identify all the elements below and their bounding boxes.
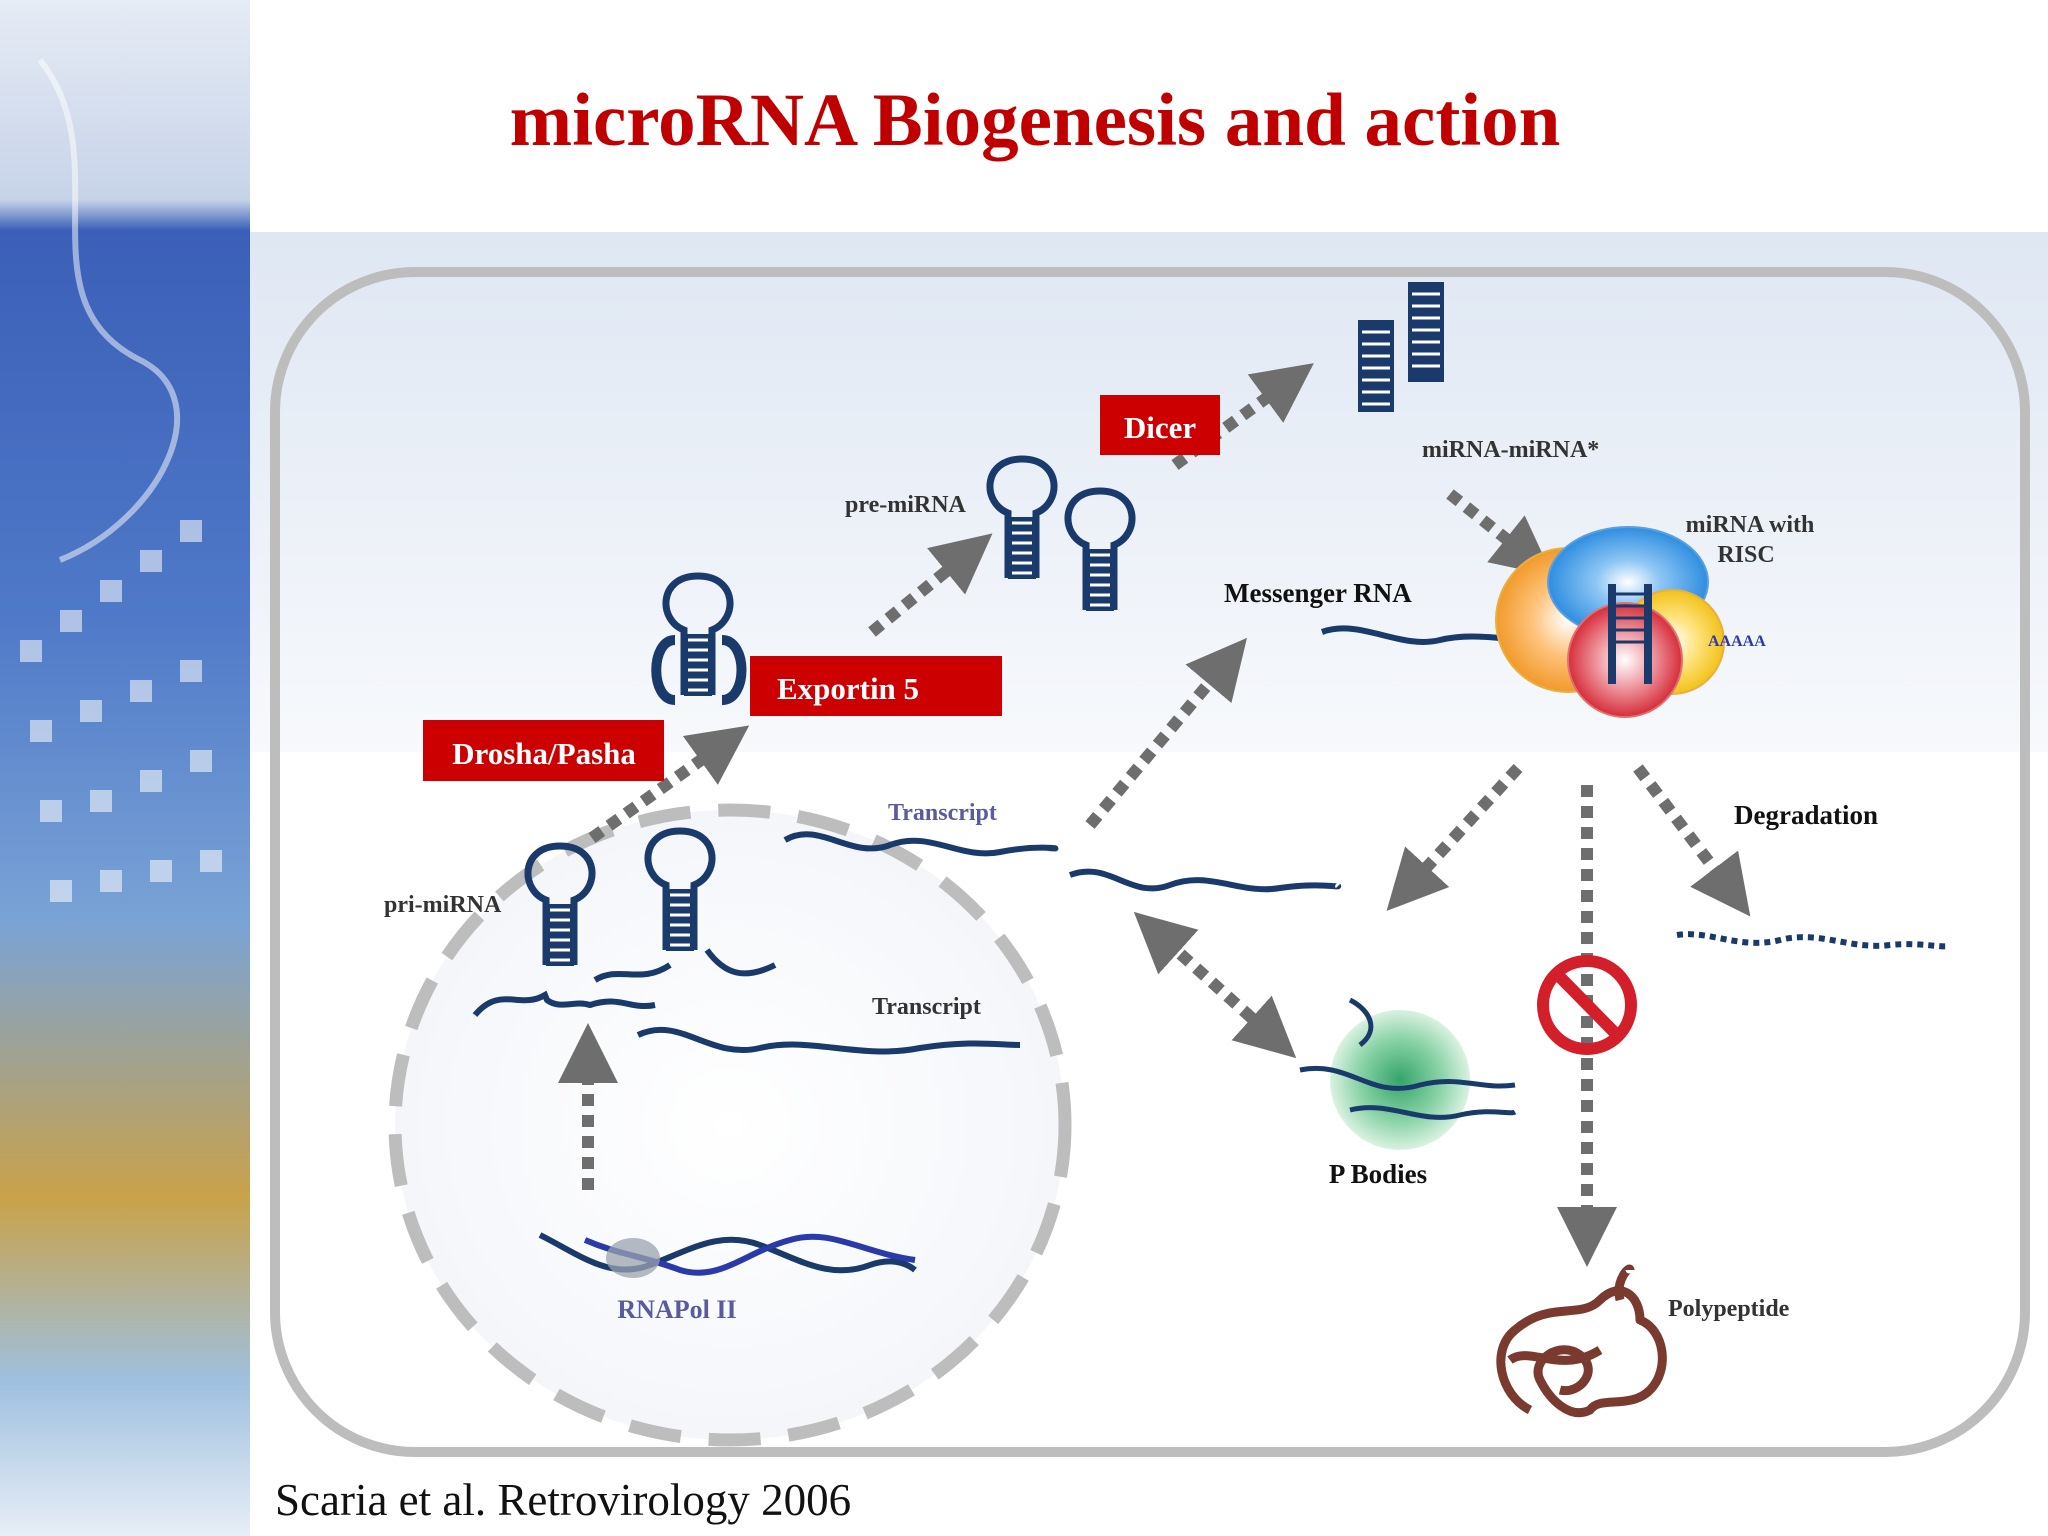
risc-label-line2: RISC	[1717, 542, 1774, 568]
arrow-pri-to-export	[588, 725, 750, 843]
arrow-transcript-to-mrna	[1085, 637, 1247, 829]
side-decoration	[0, 0, 250, 1536]
pri-mirna-label: pri-miRNA	[384, 892, 502, 918]
pri-mirna-strand-1	[472, 990, 656, 1018]
pri-mirna-strand-2	[593, 948, 777, 983]
transcript-cytoplasm-strand	[1068, 868, 1342, 893]
side-curve-decoration	[37, 58, 181, 563]
pre-mirna-label: pre-miRNA	[845, 492, 967, 518]
cell-outline	[270, 267, 2030, 1457]
dicer-label-box: Dicer	[1100, 395, 1220, 455]
mirna-duplex-label: miRNA-miRNA*	[1422, 437, 1599, 463]
drosha-label-box: Drosha/Pasha	[423, 720, 664, 781]
page-title: microRNA Biogenesis and action	[509, 79, 1561, 162]
arrow-risc-to-pbodies	[1386, 763, 1523, 911]
polypeptide-label: Polypeptide	[1668, 1296, 1790, 1322]
diagram-labels: pre-miRNA pri-miRNA miRNA-miRNA* miRNA w…	[384, 437, 1878, 1324]
p-bodies	[1299, 997, 1517, 1150]
arrow-export-to-pre	[868, 533, 993, 637]
degraded-rna	[1676, 931, 1951, 950]
exportin-protein	[651, 635, 747, 705]
header-band	[250, 232, 2048, 752]
p-bodies-label: P Bodies	[1329, 1159, 1427, 1189]
arrow-duplex-to-risc	[1446, 489, 1553, 577]
arrow-transcript-pbodies	[1133, 911, 1297, 1059]
arrow-risc-to-degradation	[1633, 764, 1751, 917]
drosha-label: Drosha/Pasha	[452, 736, 636, 771]
dicer-label: Dicer	[1124, 410, 1197, 445]
polypeptide-icon	[1496, 1264, 1667, 1418]
rnapol-ii-enzyme	[606, 1238, 660, 1278]
citation: Scaria et al. Retrovirology 2006	[275, 1475, 852, 1525]
transcript-nucleus-strand	[636, 1026, 1021, 1055]
polya-label: AAAAA	[1708, 633, 1766, 650]
arrows	[558, 363, 1751, 1267]
exportin-label: Exportin 5	[777, 671, 919, 706]
degradation-label: Degradation	[1734, 800, 1878, 830]
transcript-top-strand	[783, 831, 1059, 857]
mirna-duplex-icon	[1358, 282, 1444, 412]
rnapol-label: RNAPol II	[617, 1295, 736, 1324]
risc-label-line1: miRNA with	[1686, 512, 1815, 538]
side-pattern	[20, 520, 222, 902]
transcript-nucleus-label: Transcript	[872, 994, 981, 1020]
risc-complex	[1495, 526, 1725, 718]
inhibition-icon	[1537, 955, 1637, 1055]
exportin-label-box: Exportin 5	[750, 656, 1002, 716]
messenger-rna-label: Messenger RNA	[1224, 578, 1412, 608]
nucleus	[388, 803, 1072, 1447]
transcript-top-label: Transcript	[888, 800, 997, 826]
